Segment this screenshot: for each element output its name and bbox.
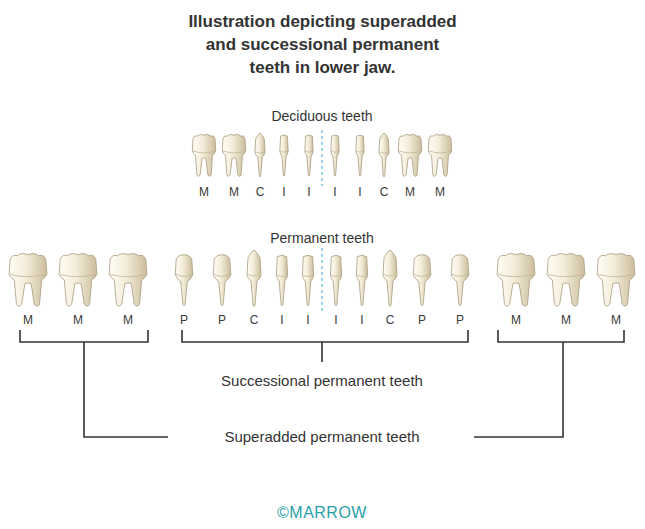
tooth-molar bbox=[109, 254, 147, 307]
tooth-letter: M bbox=[199, 185, 209, 199]
tooth-molar bbox=[497, 254, 535, 307]
tooth-letter: I bbox=[306, 313, 309, 327]
tooth-canine bbox=[247, 250, 261, 307]
tooth-canine bbox=[379, 133, 389, 177]
tooth-incisor bbox=[280, 135, 288, 176]
tooth-letter: I bbox=[282, 185, 285, 199]
tooth-letter: P bbox=[456, 313, 464, 327]
tooth-molar bbox=[59, 254, 97, 307]
tooth-letter: C bbox=[256, 185, 265, 199]
tooth-letter: P bbox=[418, 313, 426, 327]
tooth-letter: I bbox=[333, 185, 336, 199]
tooth-molar bbox=[547, 254, 585, 307]
tooth-canine bbox=[255, 133, 265, 177]
tooth-molar bbox=[222, 134, 245, 176]
tooth-letter: C bbox=[250, 313, 259, 327]
tooth-letter: M bbox=[23, 313, 33, 327]
tooth-premolar bbox=[451, 255, 469, 306]
brackets bbox=[20, 330, 624, 437]
tooth-letter: I bbox=[307, 185, 310, 199]
tooth-letter: I bbox=[334, 313, 337, 327]
bracket bbox=[20, 330, 148, 342]
bracket-stem bbox=[474, 342, 563, 437]
bracket bbox=[498, 330, 624, 342]
tooth-letter: M bbox=[511, 313, 521, 327]
tooth-letter: C bbox=[380, 185, 389, 199]
tooth-molar bbox=[192, 134, 215, 176]
tooth-letter: I bbox=[280, 313, 283, 327]
tooth-molar bbox=[597, 254, 635, 307]
tooth-letter: M bbox=[229, 185, 239, 199]
tooth-premolar bbox=[175, 255, 193, 306]
tooth-molar bbox=[9, 254, 47, 307]
tooth-incisor bbox=[330, 255, 341, 305]
tooth-incisor bbox=[276, 255, 287, 305]
tooth-letter: M bbox=[435, 185, 445, 199]
watermark: ©MARROW bbox=[277, 503, 367, 522]
bracket-label: Superadded permanent teeth bbox=[220, 428, 423, 446]
bracket-label: Successional permanent teeth bbox=[217, 372, 427, 390]
tooth-molar bbox=[428, 134, 451, 176]
tooth-letter: I bbox=[358, 185, 361, 199]
tooth-premolar bbox=[213, 255, 231, 306]
tooth-incisor bbox=[356, 135, 364, 176]
tooth-premolar bbox=[413, 255, 431, 306]
tooth-letter: M bbox=[123, 313, 133, 327]
bracket-stem bbox=[321, 342, 323, 362]
bracket-stem bbox=[84, 342, 168, 437]
tooth-incisor bbox=[331, 135, 339, 176]
tooth-letter: M bbox=[611, 313, 621, 327]
tooth-letter: M bbox=[561, 313, 571, 327]
row-heading: Deciduous teeth bbox=[271, 108, 372, 125]
tooth-letter: P bbox=[180, 313, 188, 327]
tooth-incisor bbox=[302, 255, 313, 305]
midline bbox=[321, 248, 322, 312]
tooth-molar bbox=[398, 134, 421, 176]
tooth-letter: I bbox=[360, 313, 363, 327]
tooth-canine bbox=[383, 250, 397, 307]
tooth-letter: P bbox=[218, 313, 226, 327]
tooth-letter: C bbox=[386, 313, 395, 327]
tooth-incisor bbox=[305, 135, 313, 176]
tooth-incisor bbox=[356, 255, 367, 305]
tooth-letter: M bbox=[73, 313, 83, 327]
bracket bbox=[182, 330, 468, 342]
row-heading: Permanent teeth bbox=[270, 230, 374, 247]
midline bbox=[321, 130, 322, 186]
tooth-letter: M bbox=[405, 185, 415, 199]
title: Illustration depicting superadded and su… bbox=[185, 10, 460, 79]
